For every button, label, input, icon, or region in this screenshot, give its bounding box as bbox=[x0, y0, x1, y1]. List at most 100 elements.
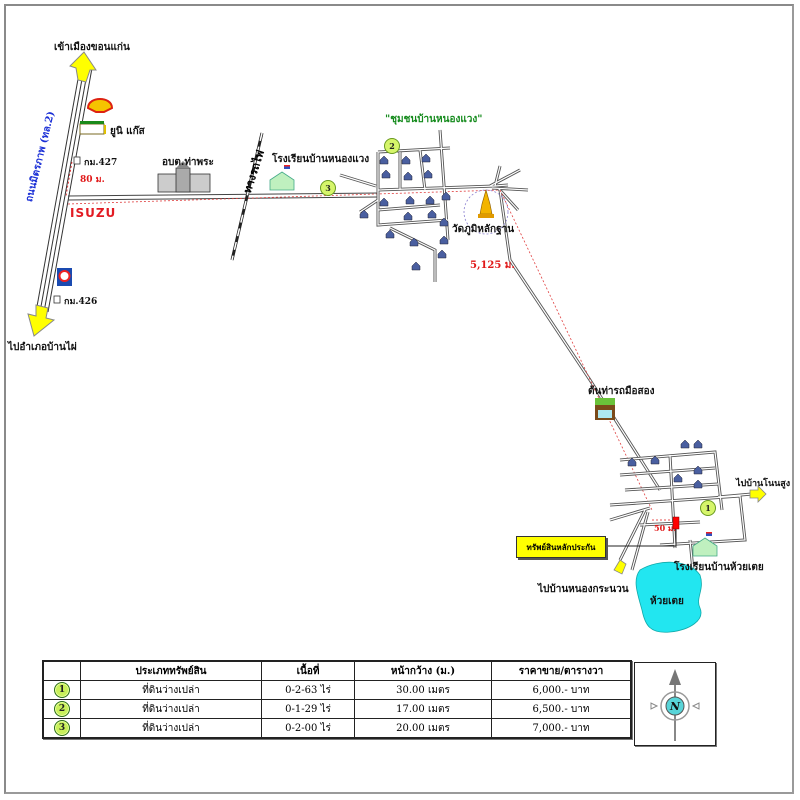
cell-area: 0-2-63 ไร่ bbox=[261, 680, 355, 700]
lake-huai-toei[interactable] bbox=[635, 561, 702, 633]
arrow-southwest-icon bbox=[613, 559, 627, 575]
callout-leader bbox=[606, 529, 677, 547]
houses bbox=[359, 153, 703, 489]
house-icon bbox=[650, 455, 660, 465]
route-path-south bbox=[499, 189, 653, 511]
property-callout[interactable]: ทรัพย์สินหลักประกัน bbox=[516, 536, 606, 558]
sao-office-icon bbox=[157, 161, 211, 193]
cell-frontage: 30.00 เมตร bbox=[354, 680, 492, 700]
table-row: 3 ที่ดินว่างเปล่า 0-2-00 ไร่ 20.00 เมตร … bbox=[42, 718, 632, 739]
cell-area: 0-2-00 ไร่ bbox=[261, 718, 355, 739]
school-nong-waeng-icon bbox=[269, 165, 295, 191]
house-icon bbox=[441, 191, 451, 201]
cell-price: 6,000.- บาท bbox=[491, 680, 632, 700]
village-streets-nong-waeng bbox=[339, 129, 662, 491]
house-icon bbox=[680, 439, 690, 449]
cell-price: 7,000.- บาท bbox=[491, 718, 632, 739]
label-to-ban-non-sung: ไปบ้านโนนสูง bbox=[736, 479, 791, 489]
arrow-right-icon bbox=[749, 485, 767, 503]
village-streets-huai-toei-inner bbox=[609, 451, 753, 571]
label-school-huai-toei: โรงเรียนบ้านห้วยเตย bbox=[674, 562, 764, 573]
shop-icon bbox=[595, 398, 615, 420]
temple-icon bbox=[478, 188, 494, 218]
route-path bbox=[67, 189, 501, 205]
label-to-nong-kra-nuan: ไปบ้านหนองกระนวน bbox=[538, 584, 629, 595]
table-row: 1 ที่ดินว่างเปล่า 0-2-63 ไร่ 30.00 เมตร … bbox=[42, 680, 632, 700]
label-temple: วัดภูมิหลักฐาน bbox=[452, 224, 515, 235]
house-icon bbox=[627, 457, 637, 467]
col-header-area: เนื้อที่ bbox=[261, 660, 355, 681]
marker-badge: 2 bbox=[54, 701, 70, 717]
house-icon bbox=[409, 237, 419, 247]
unigas-station-icon bbox=[79, 121, 106, 135]
house-icon bbox=[673, 473, 683, 483]
cell-frontage: 20.00 เมตร bbox=[354, 718, 492, 739]
label-sao-office: อบต.ท่าพระ bbox=[162, 157, 214, 168]
house-icon bbox=[381, 169, 391, 179]
map-marker-2[interactable]: 2 bbox=[384, 138, 400, 154]
col-header-marker bbox=[42, 660, 81, 681]
ptt-station-icon bbox=[57, 268, 72, 286]
house-icon bbox=[421, 153, 431, 163]
label-distance-5125m: 5,125 ม. bbox=[470, 260, 515, 271]
house-icon bbox=[405, 195, 415, 205]
map-marker-1[interactable]: 1 bbox=[700, 500, 716, 516]
marker-badge: 1 bbox=[54, 682, 70, 698]
school-huai-toei-icon bbox=[692, 532, 718, 557]
label-lake: ห้วยเตย bbox=[650, 596, 684, 607]
col-header-price: ราคาขาย/ตารางวา bbox=[491, 660, 632, 681]
house-icon bbox=[379, 197, 389, 207]
label-distance-50m: 50 ม. bbox=[654, 523, 676, 533]
shell-logo-icon bbox=[86, 98, 114, 113]
house-icon bbox=[411, 261, 421, 271]
label-to-khon-kaen: เข้าเมืองขอนแก่น bbox=[54, 42, 130, 53]
cell-type: ที่ดินว่างเปล่า bbox=[80, 699, 262, 719]
house-icon bbox=[693, 465, 703, 475]
marker-badge: 3 bbox=[54, 720, 70, 736]
distance-line-80m bbox=[65, 161, 73, 197]
arrow-down-icon bbox=[27, 304, 56, 337]
house-icon bbox=[427, 209, 437, 219]
cell-price: 6,500.- บาท bbox=[491, 699, 632, 719]
house-icon bbox=[379, 155, 389, 165]
temple-boundary bbox=[463, 189, 509, 235]
house-icon bbox=[425, 195, 435, 205]
label-distance-80m: 80 ม. bbox=[80, 175, 105, 185]
house-icon bbox=[693, 479, 703, 489]
village-streets-huai-toei bbox=[609, 450, 753, 571]
table-header-row: ประเภททรัพย์สิน เนื้อที่ หน้ากว้าง (ม.) … bbox=[42, 660, 632, 681]
highway-road bbox=[35, 67, 93, 313]
cell-type: ที่ดินว่างเปล่า bbox=[80, 718, 262, 739]
house-icon bbox=[423, 169, 433, 179]
map-frame bbox=[4, 4, 794, 794]
compass-north-label: N bbox=[669, 700, 681, 713]
label-to-ban-phai: ไปอำเภอบ้านไผ่ bbox=[8, 342, 77, 353]
house-icon bbox=[385, 229, 395, 239]
property-table: ประเภททรัพย์สิน เนื้อที่ หน้ากว้าง (ม.) … bbox=[42, 660, 632, 739]
house-icon bbox=[403, 171, 413, 181]
house-icon bbox=[439, 235, 449, 245]
house-icon bbox=[359, 209, 369, 219]
compass-rose: N bbox=[634, 662, 716, 746]
cell-type: ที่ดินว่างเปล่า bbox=[80, 680, 262, 700]
table-row: 2 ที่ดินว่างเปล่า 0-1-29 ไร่ 17.00 เมตร … bbox=[42, 699, 632, 719]
label-shop: ต้นท่ารถมือสอง bbox=[588, 386, 655, 397]
label-km427: กม.427 bbox=[84, 158, 118, 168]
house-icon bbox=[693, 439, 703, 449]
cell-frontage: 17.00 เมตร bbox=[354, 699, 492, 719]
house-icon bbox=[439, 217, 449, 227]
col-header-type: ประเภททรัพย์สิน bbox=[80, 660, 262, 681]
house-icon bbox=[401, 155, 411, 165]
house-icon bbox=[437, 249, 447, 259]
label-community: "ชุมชนบ้านหนองแวง" bbox=[385, 114, 483, 125]
house-icon bbox=[403, 211, 413, 221]
label-unigas: ยูนิ แก๊ส bbox=[110, 126, 145, 137]
km-post-icon bbox=[53, 295, 61, 304]
cell-area: 0-1-29 ไร่ bbox=[261, 699, 355, 719]
railway bbox=[230, 132, 264, 261]
label-km426: กม.426 bbox=[64, 297, 98, 307]
compass-icon: N bbox=[650, 669, 700, 741]
col-header-frontage: หน้ากว้าง (ม.) bbox=[354, 660, 492, 681]
map-marker-3[interactable]: 3 bbox=[320, 180, 336, 196]
